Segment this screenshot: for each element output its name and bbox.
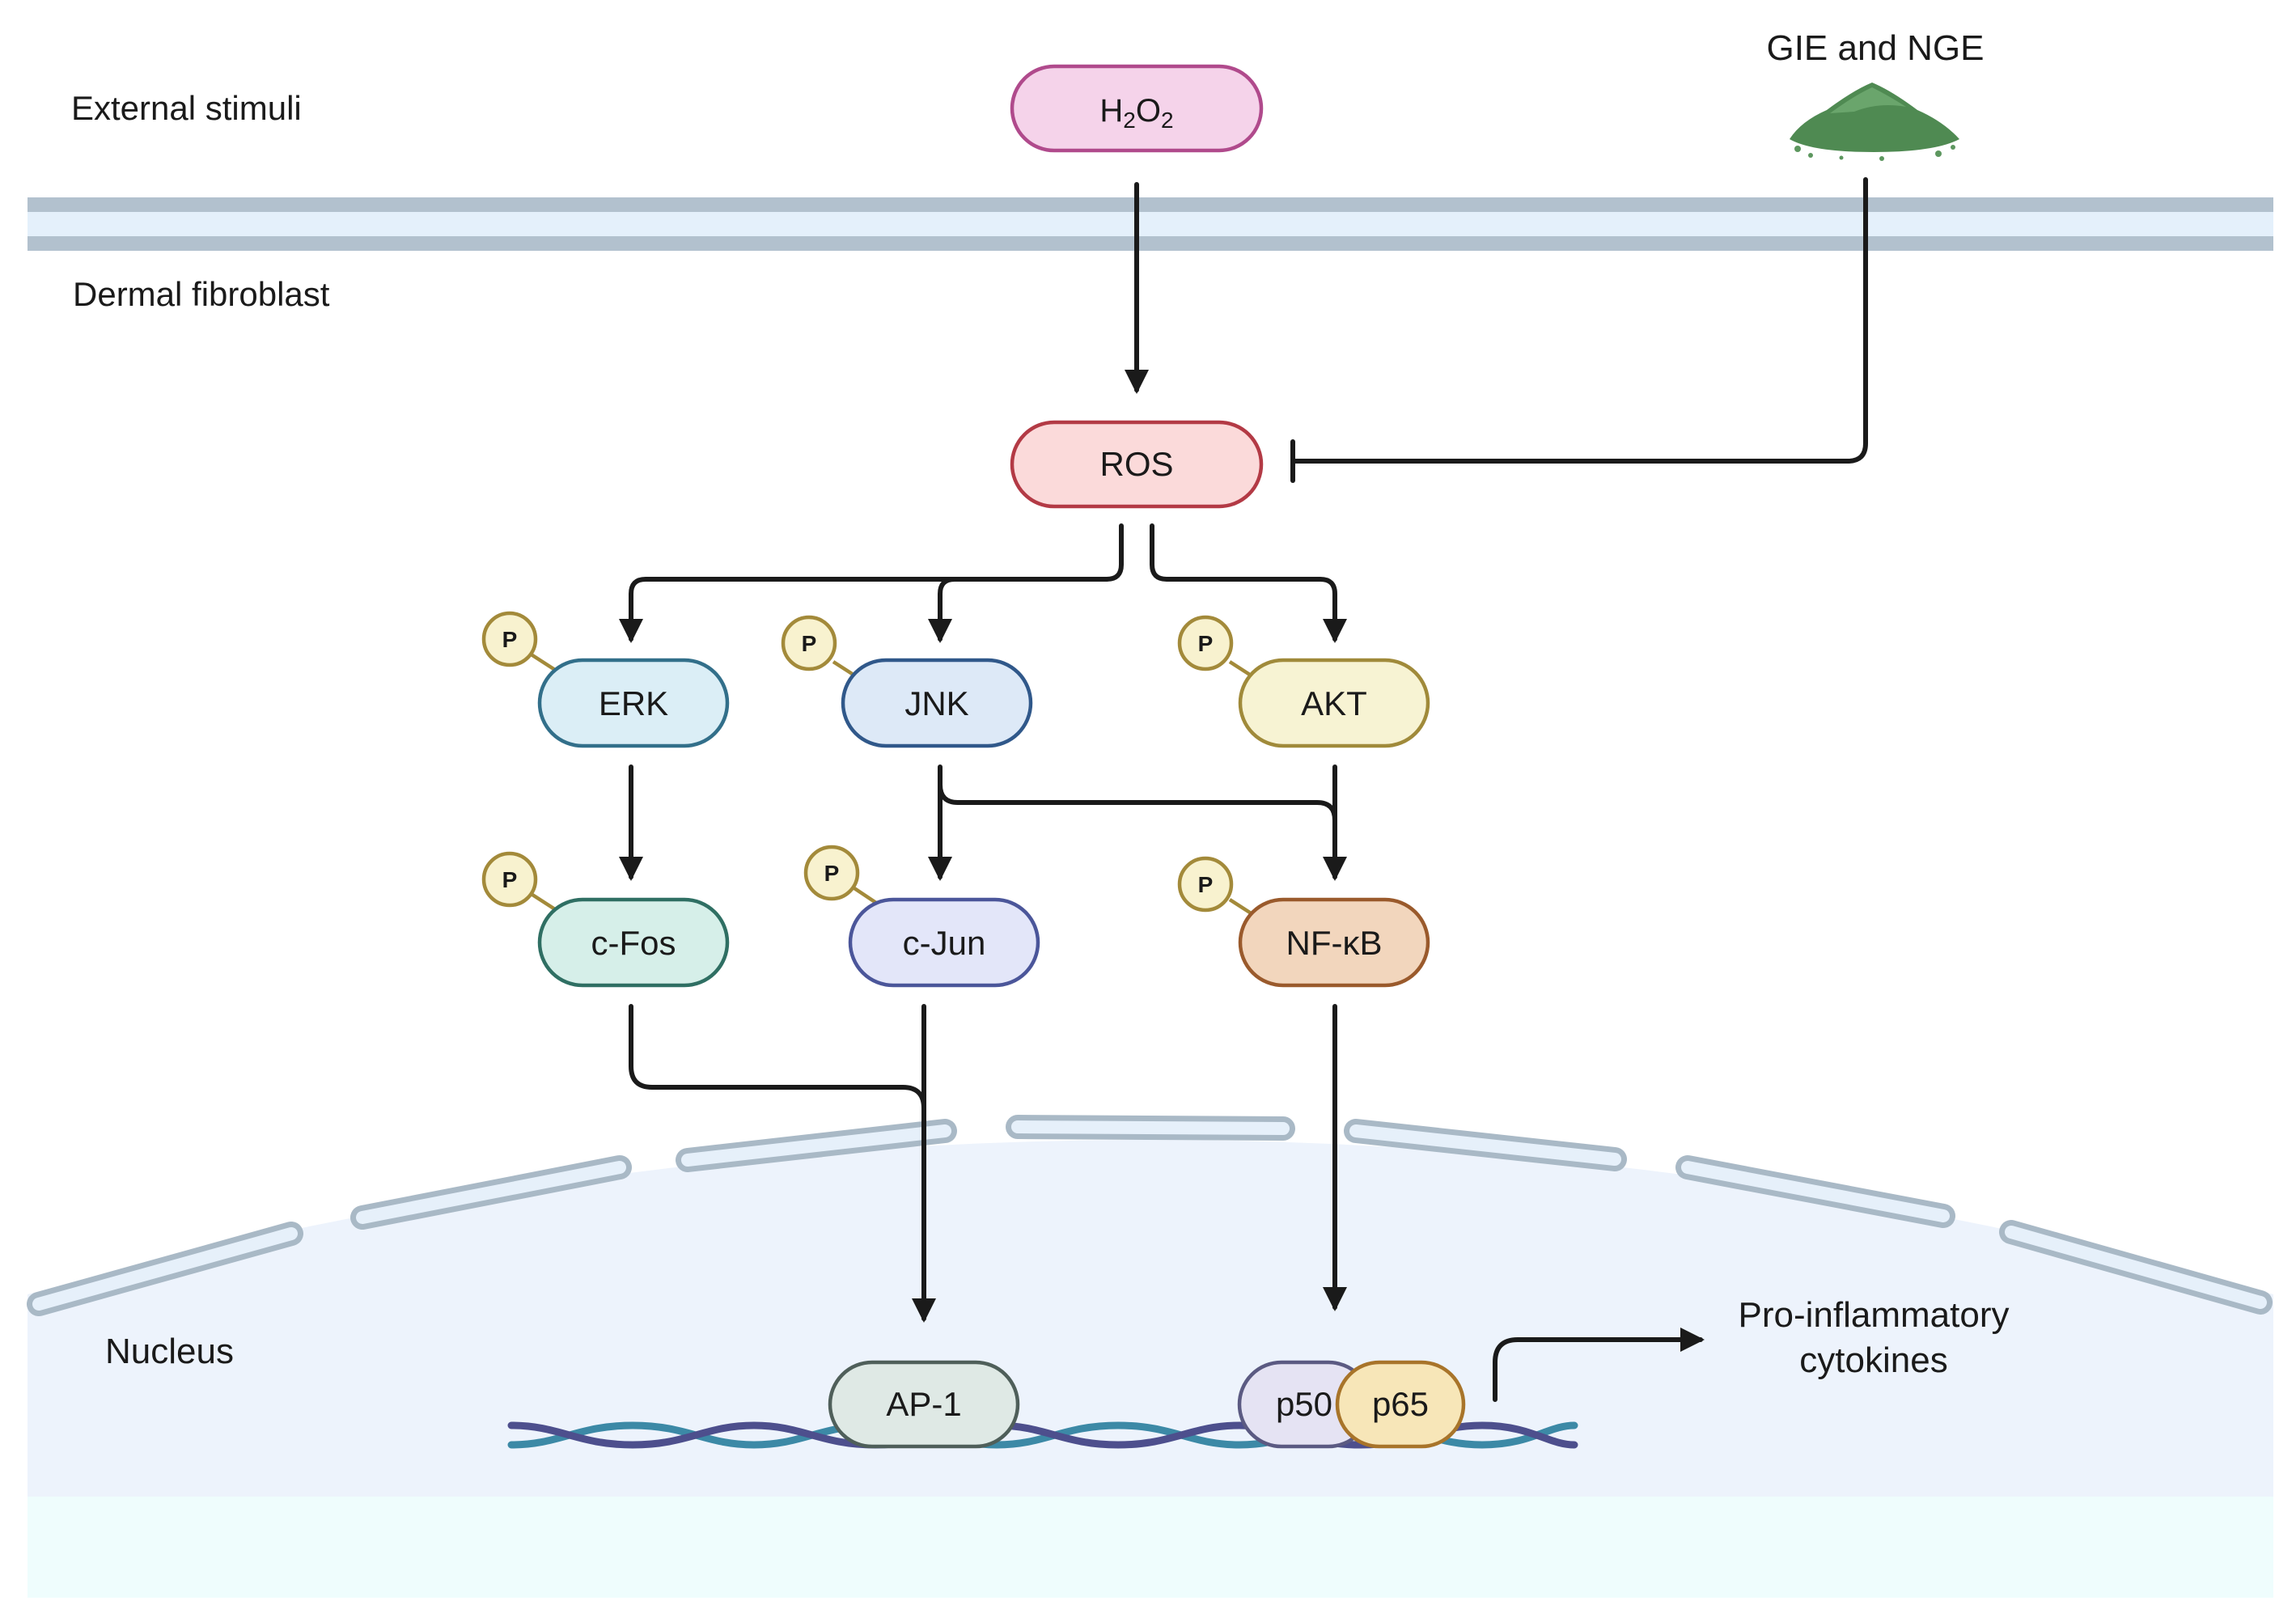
p50-node: p50 — [1237, 1360, 1373, 1449]
ros-to-erk-arrow — [619, 523, 1124, 643]
pathway-edges — [619, 177, 1868, 1402]
ros-label: ROS — [1099, 445, 1173, 483]
cytoplasm-band — [28, 1497, 2273, 1598]
erk-node: ERK — [537, 658, 730, 748]
cjun-node: c-Jun — [848, 897, 1040, 988]
jnk-phospho-badge: P — [781, 615, 837, 671]
cell-membrane — [28, 197, 2273, 251]
cfos-phospho-badge: P — [481, 851, 538, 908]
akt-phospho-badge: P — [1177, 615, 1234, 671]
p50-label: p50 — [1276, 1385, 1332, 1423]
jnk-to-nfkb-branch — [938, 782, 1337, 823]
jnk-node: JNK — [841, 658, 1033, 748]
jnk-label: JNK — [904, 684, 968, 722]
akt-node: AKT — [1238, 658, 1430, 748]
nucleus-label: Nucleus — [105, 1332, 234, 1371]
phospho-badges: P P P P P P — [481, 611, 1234, 913]
nfkb-phospho-badge: P — [1177, 856, 1234, 913]
nfkb-node: NF-κB — [1238, 897, 1430, 988]
treatment-inhibits-ros-line — [1290, 177, 1868, 464]
nfkb-label: NF-κB — [1286, 924, 1383, 962]
svg-text:P: P — [802, 631, 817, 656]
svg-text:P: P — [502, 627, 518, 652]
cfos-node: c-Fos — [537, 897, 730, 988]
h2o2-node: H2O2 — [1010, 64, 1264, 153]
dermal-fibroblast-label: Dermal fibroblast — [73, 275, 330, 313]
cfos-to-ap1-line — [629, 1004, 926, 1111]
p65-label: p65 — [1372, 1385, 1429, 1423]
external-stimuli-label: External stimuli — [71, 89, 302, 127]
output-line-2: cytokines — [1799, 1340, 1947, 1380]
nuclear-envelope — [27, 1115, 2273, 1316]
svg-text:P: P — [502, 867, 518, 892]
ap1-node: AP-1 — [828, 1360, 1020, 1449]
erk-label: ERK — [599, 684, 668, 722]
ros-node: ROS — [1010, 420, 1264, 509]
ap1-label: AP-1 — [886, 1385, 961, 1423]
ros-to-akt-arrow — [1150, 523, 1347, 643]
akt-label: AKT — [1301, 684, 1367, 722]
cytokine-output-arrow — [1493, 1328, 1705, 1402]
treatment-label: GIE and NGE — [1766, 28, 1984, 68]
powder-icon — [1790, 83, 1959, 161]
svg-text:P: P — [824, 861, 840, 886]
cfos-label: c-Fos — [591, 924, 676, 962]
p65-node: p65 — [1335, 1360, 1466, 1449]
svg-text:P: P — [1198, 872, 1214, 897]
ros-to-jnk-arrow — [928, 577, 1109, 643]
cjun-phospho-badge: P — [803, 845, 860, 901]
cjun-label: c-Jun — [903, 924, 986, 962]
output-line-1: Pro-inflammatory — [1739, 1295, 2010, 1335]
erk-phospho-badge: P — [481, 611, 538, 667]
nucleus-region — [28, 1140, 2273, 1497]
svg-text:P: P — [1198, 631, 1214, 656]
h2o2-label: H2O2 — [1099, 93, 1173, 133]
